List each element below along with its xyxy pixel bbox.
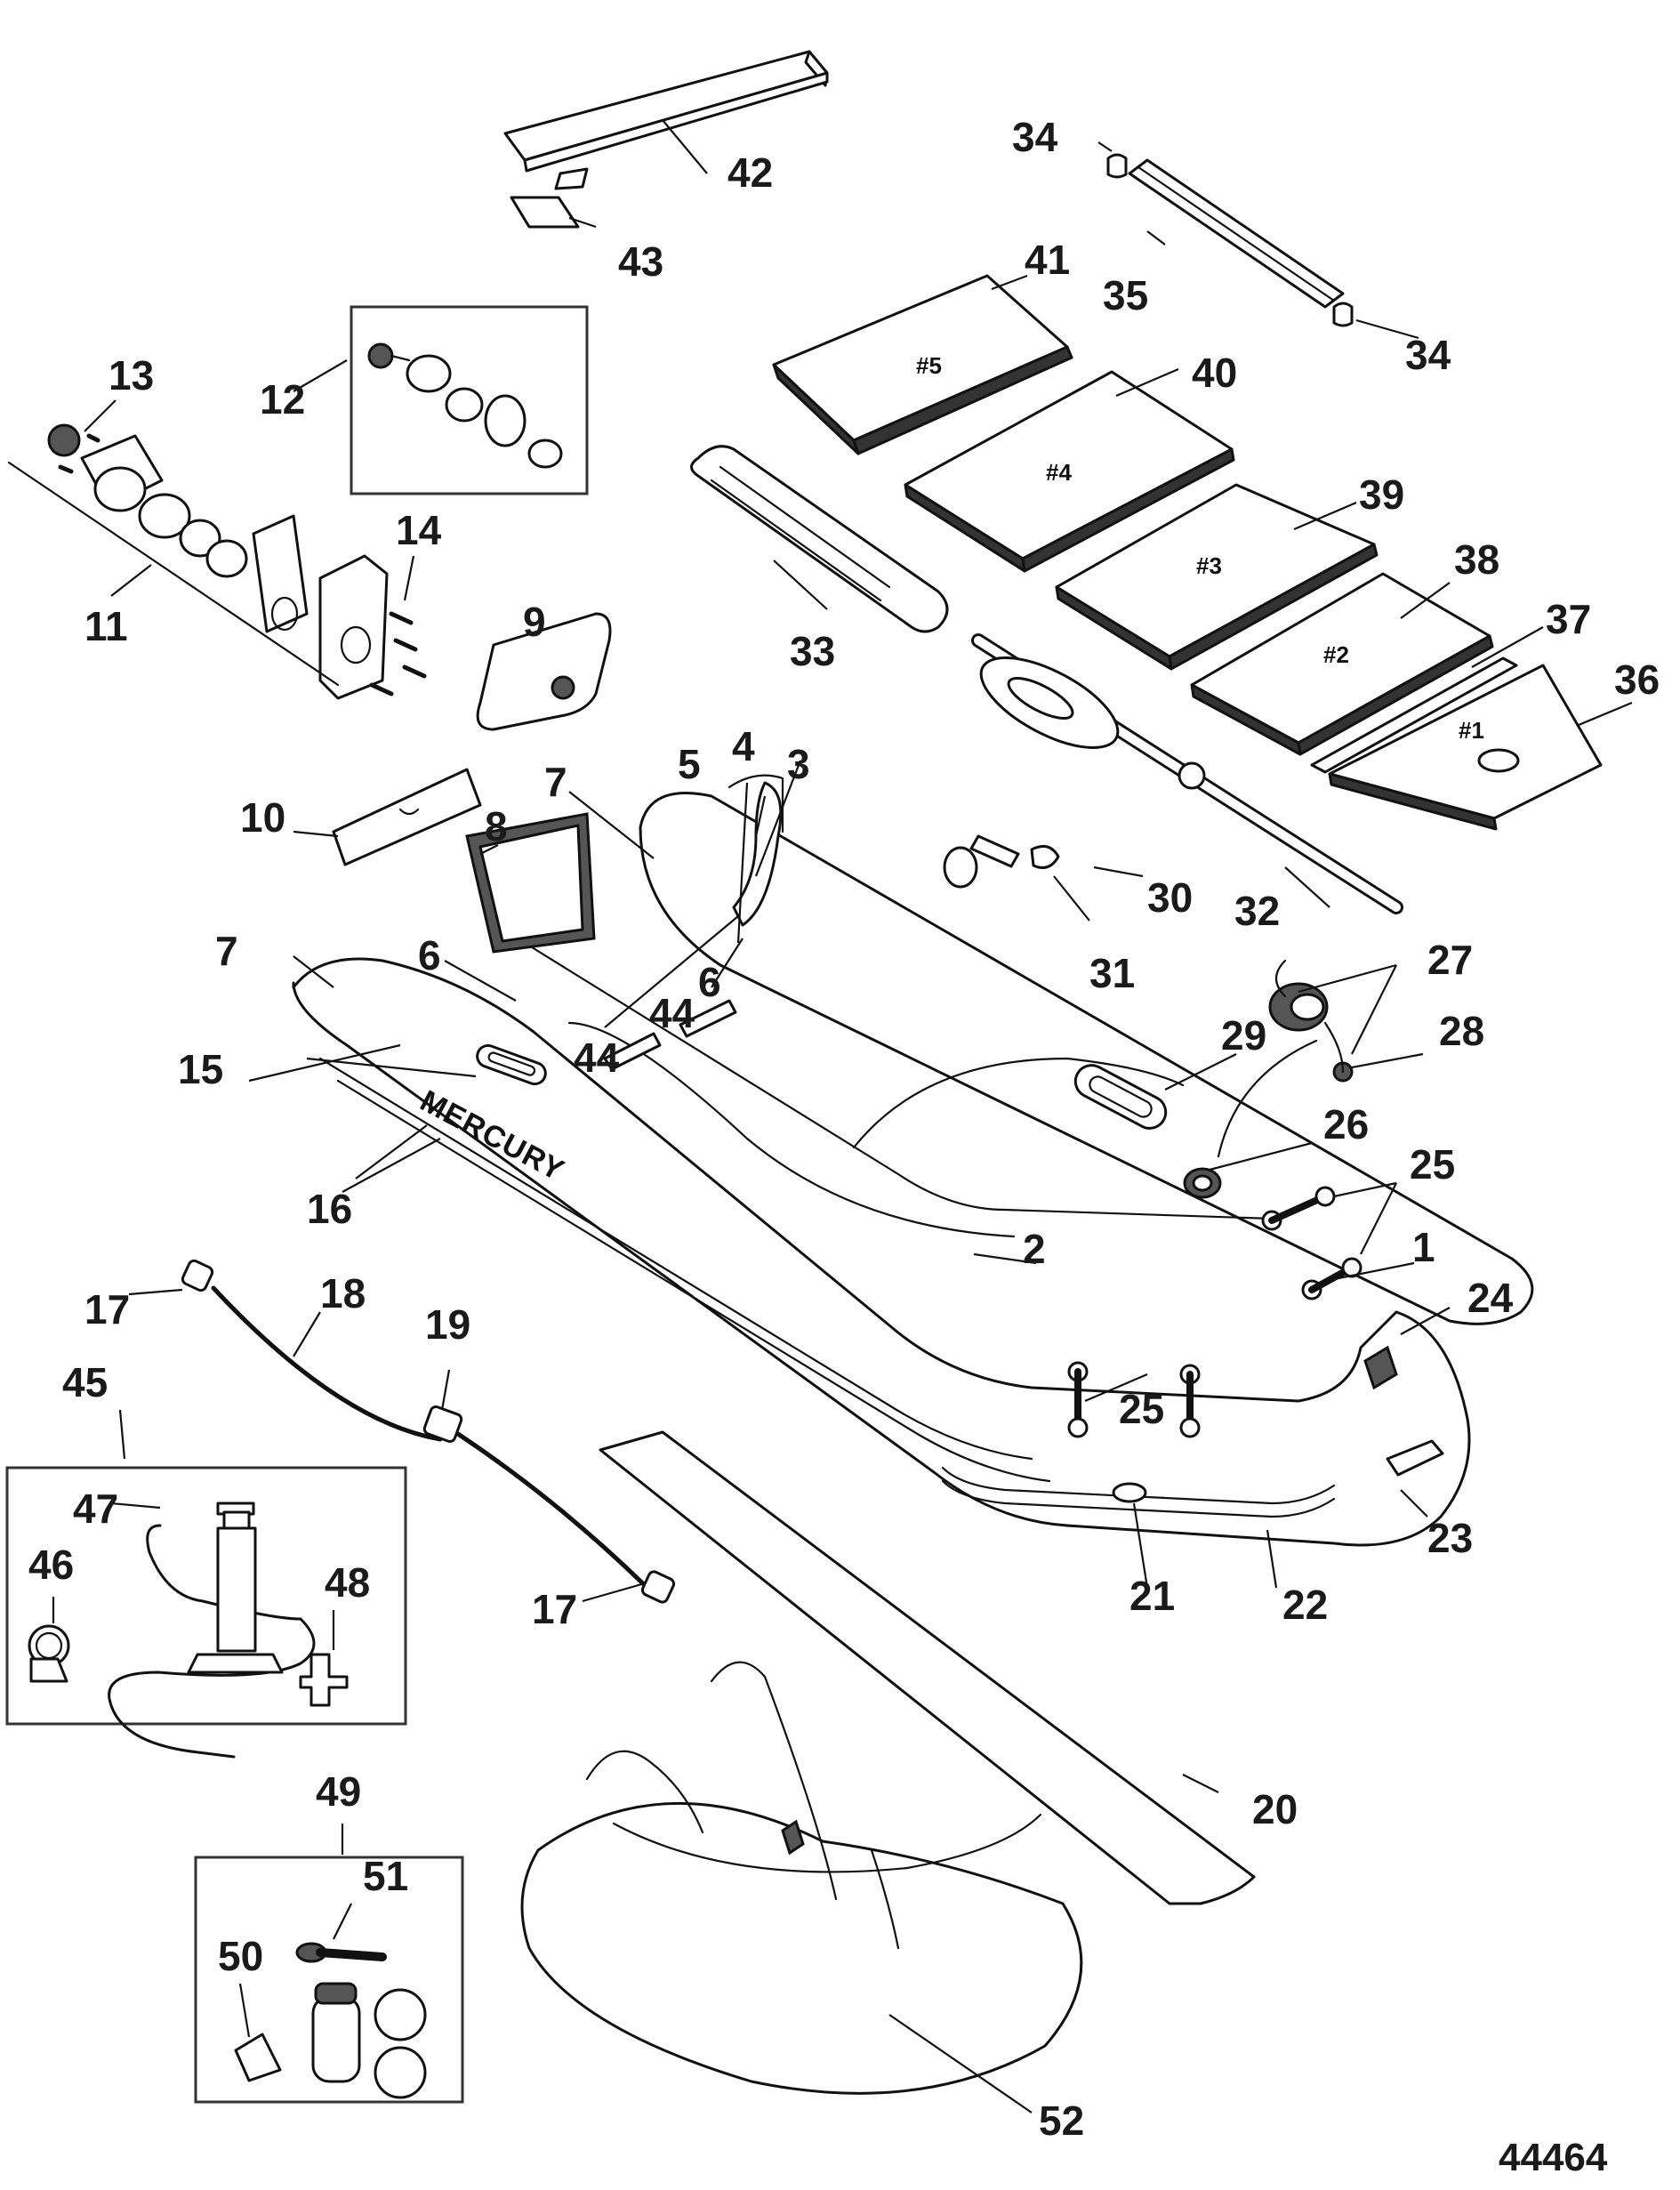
part-keel-guard: [1112, 1482, 1147, 1503]
callout-44a: 44: [649, 990, 695, 1036]
callout-8: 8: [485, 803, 508, 849]
callout-52: 52: [1039, 2097, 1084, 2144]
callout-25b: 25: [1119, 1386, 1164, 1432]
callout-37: 37: [1546, 596, 1591, 642]
part-seat-3: [1055, 483, 1379, 671]
part-painter-line: [181, 1259, 676, 1604]
callout-41: 41: [1025, 237, 1070, 283]
callout-9: 9: [523, 599, 546, 645]
callout-22: 22: [1282, 1582, 1328, 1628]
callout-49: 49: [316, 1768, 361, 1815]
callout-45: 45: [62, 1359, 108, 1405]
callout-17b: 17: [532, 1586, 577, 1632]
part-transom-pad: [510, 196, 580, 229]
callout-4: 4: [732, 723, 755, 769]
part-transom-cover: [503, 50, 829, 190]
callout-3: 3: [787, 741, 810, 787]
part-handle-15: [476, 1043, 547, 1086]
callout-47: 47: [73, 1485, 118, 1532]
callout-46: 46: [28, 1542, 74, 1588]
callout-28: 28: [1439, 1008, 1484, 1054]
part-oarlock: [979, 656, 1120, 749]
part-logo-decal: [1363, 1345, 1398, 1390]
part-oar: [690, 445, 949, 633]
part-drain-plug: [1386, 1439, 1444, 1477]
seat-label-4: #4: [1046, 459, 1072, 486]
part-valve-cap: [1268, 982, 1354, 1083]
callout-13: 13: [109, 352, 154, 399]
part-seat-4: [904, 370, 1235, 573]
part-seat-1: [1328, 664, 1603, 831]
callout-leaders: [52, 119, 1633, 2114]
callout-21: 21: [1129, 1573, 1175, 1619]
part-seat-5: [772, 274, 1073, 455]
callout-6b: 6: [698, 959, 721, 1005]
callout-17a: 17: [84, 1286, 130, 1333]
part-valve-kit-12-box: [350, 305, 589, 495]
part-seat-rail: [1106, 153, 1354, 327]
part-bracket-10: [332, 768, 482, 866]
callout-33: 33: [790, 628, 835, 674]
part-handle-29: [1073, 1064, 1168, 1130]
callout-34b: 34: [1405, 332, 1451, 378]
seat-label-5: #5: [916, 352, 942, 379]
callout-48: 48: [325, 1559, 370, 1606]
part-seat-2: [1190, 572, 1494, 756]
callout-15: 15: [178, 1046, 223, 1092]
callout-39: 39: [1359, 471, 1404, 518]
callout-34a: 34: [1012, 114, 1058, 160]
callout-5: 5: [678, 741, 701, 787]
callout-27: 27: [1427, 937, 1473, 983]
callout-30: 30: [1147, 874, 1193, 921]
callout-36: 36: [1614, 656, 1660, 703]
callout-1: 1: [1412, 1224, 1435, 1270]
callout-7a: 7: [544, 759, 567, 805]
callout-25a: 25: [1410, 1141, 1455, 1188]
callout-12: 12: [260, 376, 305, 423]
callout-43: 43: [618, 238, 663, 285]
part-plate-9: [476, 612, 612, 731]
part-patch-8: [465, 812, 596, 954]
seat-label-2: #2: [1323, 641, 1349, 668]
callout-40: 40: [1192, 350, 1237, 396]
callout-19: 19: [425, 1301, 470, 1348]
callout-29: 29: [1221, 1012, 1266, 1059]
part-seat-rail-37: [1310, 656, 1518, 774]
callout-2: 2: [1023, 1226, 1046, 1272]
callout-24: 24: [1467, 1275, 1514, 1321]
callout-labels: 1 2 3 4 5 6 6 7 7 8 9 10 11 12 13 14 15 …: [28, 114, 1660, 2144]
callout-32: 32: [1234, 888, 1280, 934]
callout-11: 11: [84, 603, 128, 649]
callout-10: 10: [240, 794, 285, 841]
part-storage-bag: [520, 1661, 1083, 2095]
seat-label-1: #1: [1459, 717, 1484, 744]
part-seat-clips: [603, 999, 737, 1071]
figure-id: 44464: [1499, 2136, 1608, 2179]
part-oarlock-pins: [943, 834, 1060, 889]
callout-23: 23: [1427, 1515, 1473, 1561]
callout-18: 18: [320, 1270, 366, 1316]
callout-51: 51: [363, 1853, 408, 1899]
part-d-rings: [1067, 1186, 1362, 1438]
callout-6a: 6: [418, 932, 441, 978]
callout-26: 26: [1323, 1101, 1369, 1147]
callout-31: 31: [1089, 950, 1135, 996]
part-pump-kit-box: [5, 1466, 407, 1759]
part-valve-kit-11: [7, 423, 389, 700]
callout-20: 20: [1252, 1786, 1298, 1832]
part-inflation-valve: [1183, 1167, 1222, 1199]
seat-label-3: #3: [1196, 552, 1222, 579]
callout-14: 14: [396, 507, 442, 553]
callout-42: 42: [727, 149, 773, 196]
callout-16: 16: [307, 1186, 352, 1232]
callout-7b: 7: [215, 928, 238, 974]
callout-38: 38: [1454, 536, 1499, 583]
part-screws-13-14: [58, 433, 427, 696]
callout-50: 50: [218, 1933, 263, 1979]
part-strap: [599, 1430, 1256, 1905]
part-repair-kit-box: [194, 1856, 464, 2104]
callout-44b: 44: [574, 1035, 620, 1081]
callout-35: 35: [1103, 272, 1148, 318]
